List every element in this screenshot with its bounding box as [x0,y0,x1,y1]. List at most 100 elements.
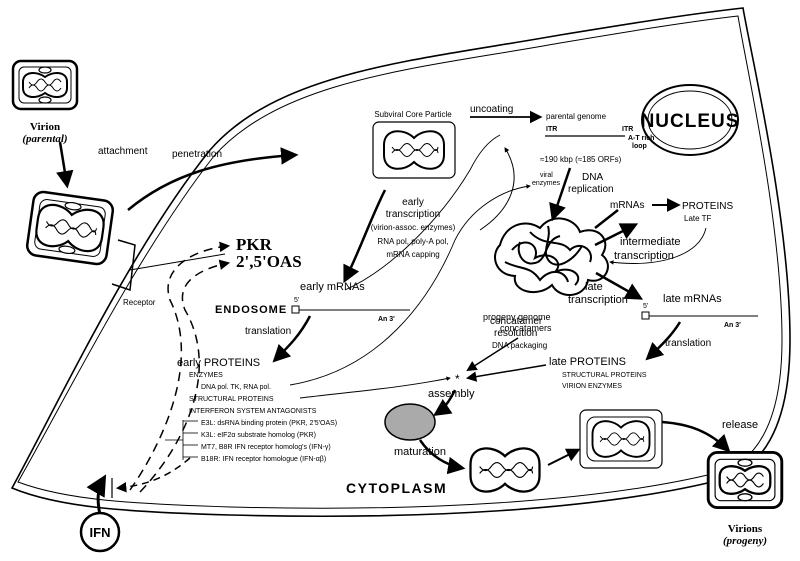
parental-virion [11,59,79,111]
proteins-label: PROTEINS [682,201,733,212]
early-transcription-3: (virion-assoc. enzymes) [371,223,456,232]
five-prime-late: 5' [643,303,648,310]
b18r-block-dashed [115,457,191,493]
endosome-label: ENDOSOME [215,304,287,316]
progeny-virion [706,450,784,510]
early-transcription-5: mRNA capping [386,250,439,259]
late-tf-feedback-arrow [609,227,707,265]
release-label: release [722,419,758,431]
structural-proteins-label: STRUCTURAL PROTEINS [189,396,274,403]
progeny-genome-label-2: concatamers [500,323,552,333]
genome-size-label: ≈190 kbp (≈185 ORFs) [540,155,622,164]
late-proteins-label: late PROTEINS [549,356,626,368]
early-proteins-label: early PROTEINS [177,357,260,369]
translation-early-label: translation [245,326,291,337]
attachment-arrow [56,141,74,189]
k3l-label: K3L: eIF2α substrate homolog (PKR) [201,432,316,439]
itr-left-label: ITR [546,126,557,133]
dna-packaging-label: DNA packaging [492,341,547,350]
receptor-bracket [111,239,136,292]
dnapol-to-enzymes-arrow [289,184,531,386]
concatamer-resolution-arrow [466,337,519,372]
late-mrna-cap [641,311,650,320]
virion-parental-label: Virion [30,121,60,133]
mature-to-wrapped-arrow [547,448,581,466]
structural-proteins-late-label: STRUCTURAL PROTEINS [562,372,647,379]
viral-enzymes-label-2: enzymes [532,180,561,187]
nucleus [641,84,739,156]
virions-progeny-sub: (progeny) [723,535,767,547]
at-rich-label-2: loop [632,143,647,150]
at-rich-label-1: A-T rich [628,135,654,142]
penetration-label: penetration [172,149,222,160]
assembly-star: * [455,372,460,386]
dna-replication-label-2: replication [568,184,614,195]
concatamer-label-1: concatamer [490,316,543,327]
replication-to-mrnas-arrow [594,209,619,229]
structural-to-assembly [299,376,451,399]
viral-enzymes-label-1: viral [540,172,553,179]
virions-progeny-label: Virions [728,523,763,535]
intermediate-label-1: intermediate [620,236,681,248]
enzymes-label: ENZYMES [189,372,223,379]
early-transcription-2: transcription [386,209,440,220]
ifn-label: IFN [90,525,111,540]
late-mrnas-label: late mRNAs [663,293,722,305]
ifn-pkr-dashed-2 [139,259,231,493]
an3-late: An 3' [724,322,741,329]
intermediate-arrow [594,223,639,247]
oas-label: 2',5'OAS [236,252,302,271]
translation-late-label: translation [665,338,711,349]
assembly-arrow [433,389,457,416]
uncoat-return-arrow [479,147,515,231]
early-mrna-to-uncoating [344,134,501,291]
virion-enzymes-label: VIRION ENZYMES [562,383,622,390]
late-tf-label: Late TF [684,214,712,223]
uncoating-label: uncoating [470,104,513,115]
subviral-core-particle [383,130,445,170]
cell-membrane [10,7,791,518]
itr-right-label: ITR [622,126,633,133]
attachment-label: attachment [98,146,148,157]
pkr-label: PKR [236,235,273,254]
mt7-label: MT7, B8R IFN receptor homolog's (IFN-γ) [201,444,331,451]
intermediate-label-2: transcription [614,250,674,262]
dna-replication-arrow [549,167,572,222]
penetration-arrow [127,147,299,211]
late-transcription-label-2: transcription [568,294,628,306]
interferon-antagonists-label: INTERFERON SYSTEM ANTAGONISTS [189,408,317,415]
late-transcription-label-1: late [585,281,603,293]
ifn-pkr-dashed-1 [129,241,231,491]
progeny-genome-concatamers [494,217,609,296]
five-prime-early: 5' [294,297,299,304]
nucleus-label: NUCLEUS [641,111,740,132]
b18r-label: B18R: IFN receptor homologue (IFN-αβ) [201,456,326,463]
concatamer-label-2: resolution [494,328,537,339]
late-proteins-to-assembly-arrow [465,364,547,382]
immature-virion [384,403,436,441]
attached-virion [25,190,115,266]
early-transcription-arrow [343,189,387,284]
an3-early: An 3' [378,316,395,323]
mrnas-label: mRNAs [610,200,644,211]
dna-pol-label: DNA pol. TK, RNA pol. [201,384,271,391]
e3l-label: E3L: dsRNA binding protein (PKR, 2'5'OAS… [201,420,337,427]
receptor-label: Receptor [123,298,156,307]
cell-membrane-inner [17,15,783,509]
translation-early-arrow [272,315,312,363]
early-mrnas-label: early mRNAs [300,281,365,293]
maturation-label: maturation [394,446,446,458]
cytoplasm-label: CYTOPLASM [346,480,447,496]
progeny-genome-label-1: progeny genome [483,312,551,322]
early-mrna-cap [291,305,300,314]
parental-genome-label: parental genome [546,112,607,121]
dna-replication-label-1: DNA [582,172,603,183]
ifn-circle [79,511,121,553]
subviral-core-label: Subviral Core Particle [374,110,452,119]
translation-late-arrow [645,321,682,361]
late-transcription-arrow [595,271,644,300]
release-arrow [661,420,731,453]
virion-parental-sub: (parental) [22,133,67,145]
ifn-arrow [86,474,107,516]
